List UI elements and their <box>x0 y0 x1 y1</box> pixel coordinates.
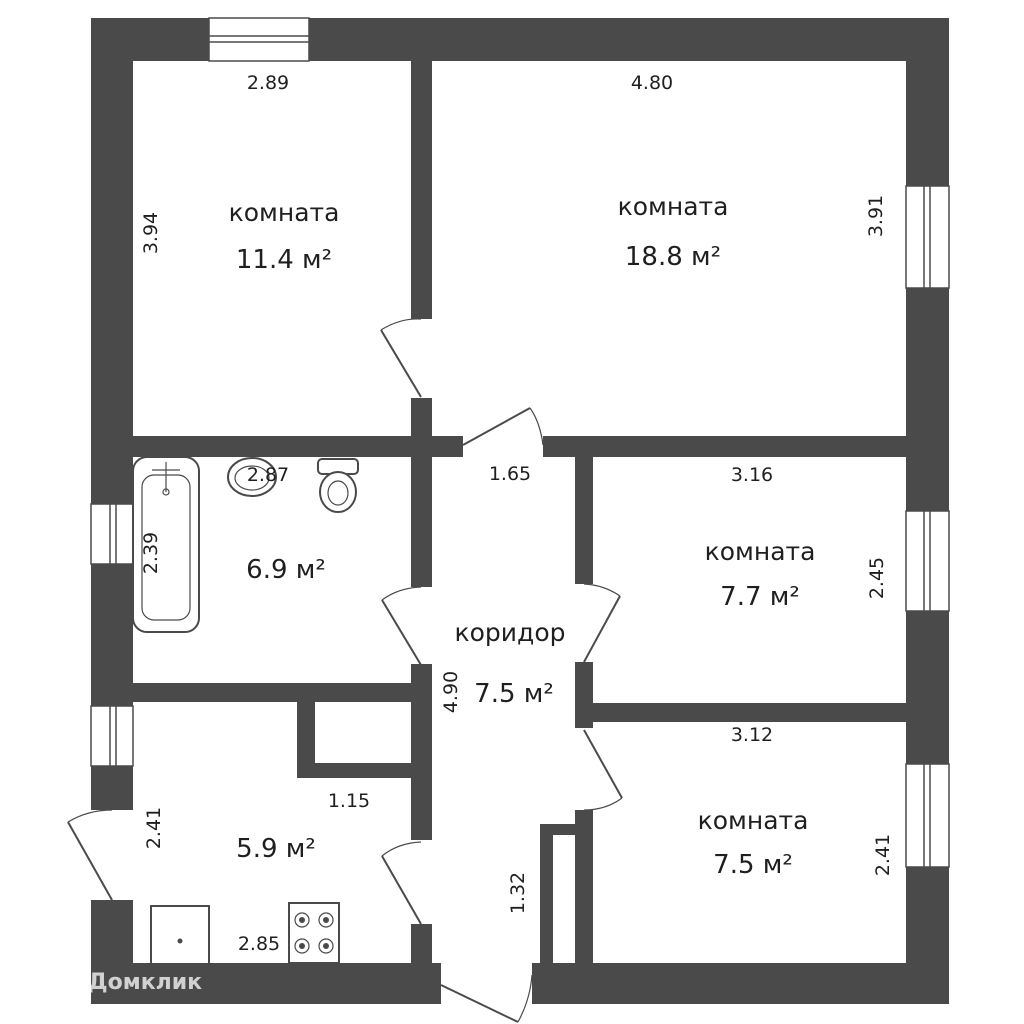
door-entrance-bottom <box>440 974 533 1023</box>
sink-icon <box>227 457 277 497</box>
wall-top-rooms-divider-lower <box>411 398 432 438</box>
bathtub-icon <box>132 456 200 633</box>
dim-kitchen-height: 2.41 <box>143 807 165 849</box>
room-top-right-name: комната <box>618 192 729 221</box>
dim-bath-height: 2.39 <box>140 532 162 574</box>
outer-wall-bottom-right <box>532 963 949 1004</box>
wall-kitchen-right-lower <box>411 924 432 964</box>
dim-mid-right-width: 3.16 <box>731 464 773 486</box>
doors <box>67 318 623 1023</box>
dim-kitchen-niche-width: 1.15 <box>328 790 370 812</box>
door-mid-right-room <box>583 583 621 663</box>
room-top-left-area: 11.4 м² <box>236 245 332 275</box>
entrance-opening-left <box>91 810 133 900</box>
room-top-left-name: комната <box>229 198 340 227</box>
walls <box>91 18 949 1004</box>
wall-horizontal-upper-left <box>133 436 463 457</box>
dim-top-left-height: 3.94 <box>140 212 162 254</box>
wall-corridor-right-lower <box>575 810 593 963</box>
wall-top-rooms-divider <box>411 61 432 319</box>
entrance-opening-bottom <box>441 963 532 1004</box>
door-top-right-room <box>462 407 544 446</box>
toilet-icon <box>317 458 359 513</box>
dim-kitchen-width: 2.85 <box>238 933 280 955</box>
window-right-3 <box>905 763 950 868</box>
wall-niche-bottom <box>297 763 415 778</box>
dim-corridor-length: 4.90 <box>440 671 462 713</box>
domclick-logo: Домклик <box>53 969 202 1002</box>
bathroom-area: 6.9 м² <box>246 555 326 585</box>
wall-kitchen-right <box>411 700 432 840</box>
house-icon <box>53 969 87 1002</box>
dim-top-right-height: 3.91 <box>865 195 887 237</box>
wall-corridor-right-upper <box>575 457 593 584</box>
corridor-area: 7.5 м² <box>474 679 554 709</box>
door-kitchen <box>381 841 422 925</box>
dim-bottom-right-width: 3.12 <box>731 724 773 746</box>
door-bathroom <box>381 586 422 666</box>
kitchen-sink-icon <box>150 905 210 965</box>
dim-bath-width: 2.87 <box>247 464 289 486</box>
wall-horizontal-upper-right <box>543 436 906 457</box>
room-mid-right-name: комната <box>705 537 816 566</box>
door-top-left-room <box>380 318 422 398</box>
wall-horizontal-right-mid <box>575 703 906 722</box>
door-entrance-left <box>67 809 113 901</box>
room-bottom-right-name: комната <box>698 806 809 835</box>
kitchen-area: 5.9 м² <box>236 834 316 864</box>
dim-mid-right-height: 2.45 <box>866 557 888 599</box>
window-right-2 <box>905 510 950 612</box>
dim-top-left-width: 2.89 <box>247 72 289 94</box>
dim-top-right-width: 4.80 <box>631 72 673 94</box>
window-right-1 <box>905 185 950 289</box>
window-left-bath <box>90 503 134 565</box>
dim-bottom-right-height: 2.41 <box>872 834 894 876</box>
room-bottom-right-area: 7.5 м² <box>713 850 793 880</box>
wall-closet-left <box>540 824 553 963</box>
wall-bath-bottom <box>133 683 432 702</box>
dim-corridor-width: 1.65 <box>489 463 531 485</box>
watermark-text: Домклик <box>88 970 202 995</box>
room-mid-right-area: 7.7 м² <box>720 582 800 612</box>
window-top <box>208 17 310 62</box>
window-left-kitchen <box>90 705 134 767</box>
windows <box>90 17 950 1004</box>
outer-wall-bottom-left <box>91 963 441 1004</box>
wall-niche-left <box>297 700 315 778</box>
corridor-name: коридор <box>455 618 566 647</box>
door-bottom-right-room <box>583 729 623 811</box>
wall-closet-top <box>540 824 580 835</box>
dim-corridor-lower-width: 1.32 <box>507 872 529 914</box>
room-top-right-area: 18.8 м² <box>625 242 721 272</box>
stove-icon <box>288 902 340 964</box>
wall-bath-right <box>411 457 432 587</box>
